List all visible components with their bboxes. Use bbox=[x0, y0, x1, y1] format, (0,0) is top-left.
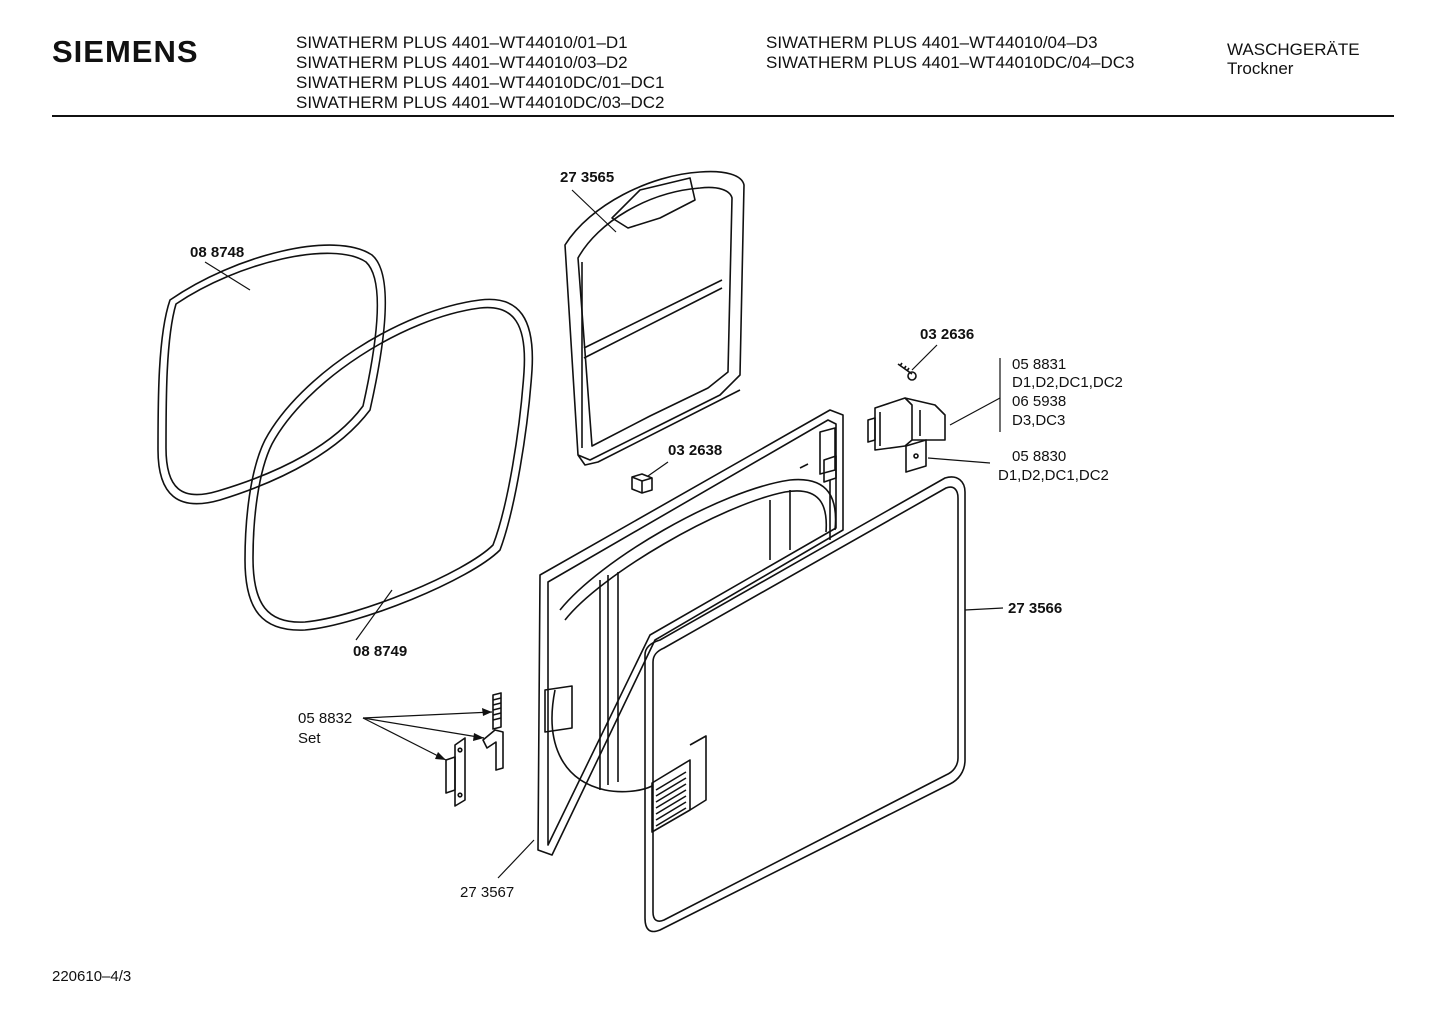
model-list-right: SIWATHERM PLUS 4401–WT44010/04–D3 SIWATH… bbox=[766, 33, 1134, 73]
category-subtitle: Trockner bbox=[1227, 59, 1294, 78]
category-title: WASCHGERÄTE bbox=[1227, 40, 1360, 59]
model-line: SIWATHERM PLUS 4401–WT44010/04–D3 bbox=[766, 33, 1098, 52]
label-273567: 27 3567 bbox=[460, 884, 515, 901]
document-number: 220610–4/3 bbox=[52, 968, 132, 985]
model-list-left: SIWATHERM PLUS 4401–WT44010/01–D1 SIWATH… bbox=[296, 33, 664, 113]
brand-logo: SIEMENS bbox=[52, 34, 199, 69]
label-032638: 03 2638 bbox=[668, 442, 723, 459]
leader-lines bbox=[204, 189, 1004, 879]
label-032636: 03 2636 bbox=[920, 326, 975, 343]
label-065938-variants: D3,DC3 bbox=[1012, 412, 1066, 429]
hinge-bracket-part bbox=[867, 397, 946, 451]
category-block: WASCHGERÄTE Trockner bbox=[1227, 40, 1360, 78]
plate-part bbox=[905, 439, 927, 473]
gasket-ring-back bbox=[157, 244, 387, 505]
header-divider bbox=[52, 115, 1394, 117]
label-058830-variants: D1,D2,DC1,DC2 bbox=[998, 467, 1109, 484]
screw-part bbox=[897, 362, 917, 381]
lint-filter-frame bbox=[564, 170, 745, 466]
label-273565: 27 3565 bbox=[560, 169, 615, 186]
model-line: SIWATHERM PLUS 4401–WT44010/01–D1 bbox=[296, 33, 628, 52]
lock-set-part bbox=[445, 692, 504, 807]
model-line: SIWATHERM PLUS 4401–WT44010/03–D2 bbox=[296, 53, 628, 72]
model-line: SIWATHERM PLUS 4401–WT44010DC/01–DC1 bbox=[296, 73, 665, 92]
model-line: SIWATHERM PLUS 4401–WT44010DC/04–DC3 bbox=[766, 53, 1135, 72]
label-058832: 05 8832 bbox=[298, 710, 353, 727]
door-frame-part bbox=[537, 409, 844, 856]
label-088748: 08 8748 bbox=[190, 244, 245, 261]
leader-arrowheads bbox=[435, 708, 492, 760]
label-058831: 05 8831 bbox=[1012, 356, 1067, 373]
label-273566: 27 3566 bbox=[1008, 600, 1063, 617]
label-058831-variants: D1,D2,DC1,DC2 bbox=[1012, 374, 1123, 391]
label-065938: 06 5938 bbox=[1012, 393, 1067, 410]
gasket-ring-front bbox=[244, 298, 534, 631]
door-panel-part bbox=[644, 476, 966, 933]
label-088749: 08 8749 bbox=[353, 643, 408, 660]
model-line: SIWATHERM PLUS 4401–WT44010DC/03–DC2 bbox=[296, 93, 665, 112]
label-058832-set: Set bbox=[298, 730, 321, 747]
label-058830: 05 8830 bbox=[1012, 448, 1067, 465]
clip-part bbox=[631, 473, 653, 494]
